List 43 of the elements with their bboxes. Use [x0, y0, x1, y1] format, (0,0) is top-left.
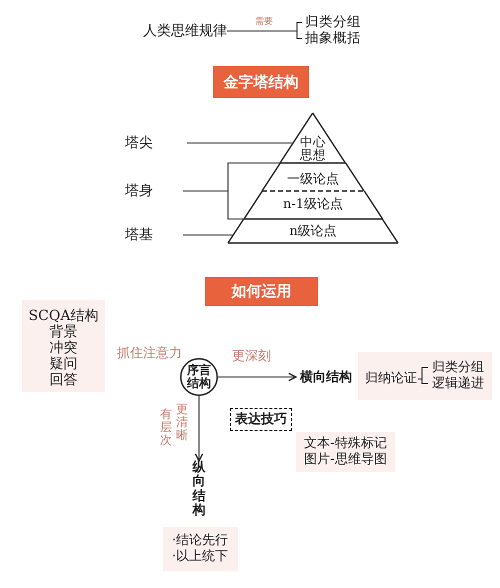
tier-name: 塔基: [125, 226, 153, 244]
tier-label: n-1级论点: [282, 197, 344, 213]
annotation-text: 抓住注意力: [117, 344, 182, 362]
concept-text: 归纳论证: [365, 371, 417, 387]
bracket-connector: [183, 190, 244, 220]
note-text: 背景: [50, 324, 78, 340]
tier-label: 中心思想: [300, 135, 326, 161]
note-text: SCQA结构: [28, 308, 98, 324]
concept-text: 归类分组: [432, 360, 484, 376]
concept-text: 人类思维规律: [143, 22, 227, 40]
note-text: 图片-思维导图: [304, 452, 387, 468]
arrow: [218, 372, 297, 382]
annotation-text: 有层次: [160, 408, 172, 448]
section-banner: [213, 66, 309, 98]
bracket-connector: [418, 378, 428, 384]
tier-label: n级论点: [289, 224, 337, 240]
concept-text: 归类分组: [305, 14, 361, 31]
edge-label: 更清晰: [176, 403, 188, 443]
note-text: 文本-特殊标记: [304, 436, 387, 452]
vertical-text: 纵向结构: [192, 461, 206, 518]
note-text: 回答: [50, 372, 78, 388]
leader-line: [183, 234, 234, 236]
note-text: ·结论先行: [172, 533, 228, 549]
frame-title: 表达技巧: [235, 412, 287, 428]
note-text: 冲突: [50, 340, 78, 356]
bracket-connector: [227, 30, 302, 40]
tier-name: 塔尖: [125, 134, 153, 152]
note-panel: [358, 352, 492, 400]
section-banner: [205, 277, 318, 306]
note-text: ·以上统下: [172, 549, 228, 565]
concept-text: 抽象概括: [305, 30, 361, 47]
tier-name: 塔身: [125, 182, 153, 200]
concept-text: 逻辑递进: [432, 376, 484, 392]
node-text: 序言结构: [186, 364, 212, 390]
banner-title: 如何运用: [232, 282, 292, 301]
tier-label: 一级论点: [287, 172, 339, 188]
concept-text: 横向结构: [300, 370, 352, 386]
note-text: 疑问: [50, 356, 78, 372]
arrow: [194, 396, 204, 462]
edge-label: 需要: [255, 15, 273, 28]
dashed-frame: [230, 408, 292, 431]
banner-title: 金字塔结构: [224, 72, 298, 92]
edge-label: 更深刻: [232, 347, 271, 365]
